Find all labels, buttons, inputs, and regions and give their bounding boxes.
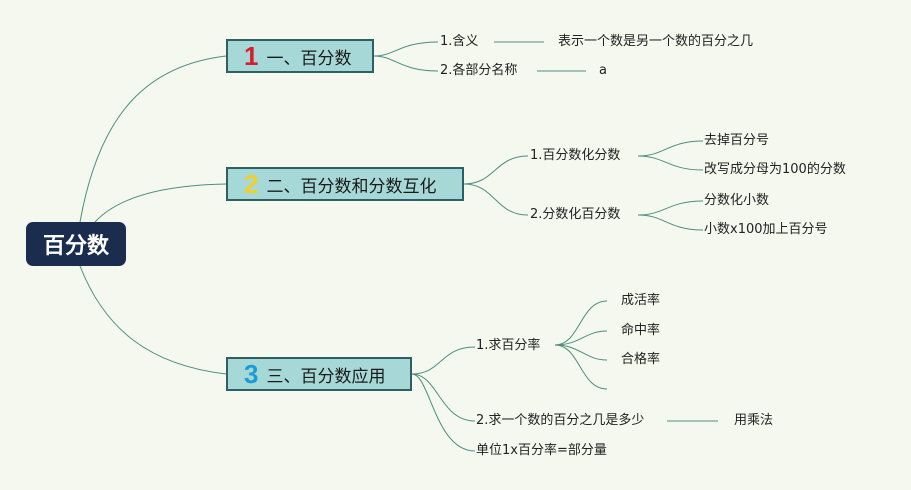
part-names-detail[interactable]: a xyxy=(599,63,607,78)
step-rewrite-denominator[interactable]: 改写成分母为100的分数 xyxy=(704,162,846,177)
step-decimal-times-100[interactable]: 小数x100加上百分号 xyxy=(704,222,828,237)
branch-node-3[interactable]: 3 三、百分数应用 xyxy=(226,357,412,391)
link-b2-pct2frac xyxy=(463,155,529,185)
link-b2-item1 xyxy=(637,140,704,157)
link-b1-meaning xyxy=(373,41,439,57)
topic-formula[interactable]: 单位1x百分率=部分量 xyxy=(476,443,607,458)
number-3-badge: 3 xyxy=(244,359,259,389)
meaning-detail[interactable]: 表示一个数是另一个数的百分之几 xyxy=(558,34,754,49)
link-b3-rate xyxy=(411,346,476,375)
rate-hit[interactable]: 命中率 xyxy=(621,323,661,338)
number-1-badge: 1 xyxy=(244,41,259,71)
link-b3-rate2 xyxy=(554,330,608,346)
link-b3-percent-of xyxy=(411,373,476,422)
step-remove-percent[interactable]: 去掉百分号 xyxy=(704,133,770,148)
method-multiply[interactable]: 用乘法 xyxy=(734,413,774,428)
rate-survival[interactable]: 成活率 xyxy=(621,293,661,308)
topic-find-rate[interactable]: 1.求百分率 xyxy=(476,338,541,353)
root-label: 百分数 xyxy=(42,234,109,259)
link-b2-item4 xyxy=(637,214,704,231)
topic-fraction-to-percent[interactable]: 2.分数化百分数 xyxy=(530,207,621,222)
branch-title: 二、百分数和分数互化 xyxy=(266,176,437,197)
branch-node-2[interactable]: 2 二、百分数和分数互化 xyxy=(226,167,464,201)
topic-meaning[interactable]: 1.含义 xyxy=(440,34,479,49)
link-b2-frac2pct xyxy=(463,183,529,216)
link-b3-formula xyxy=(411,373,476,452)
topic-percent-of-number[interactable]: 2.求一个数的百分之几是多少 xyxy=(476,413,645,428)
link-b3-rate3 xyxy=(554,344,608,361)
topic-part-names[interactable]: 2.各部分名称 xyxy=(440,63,518,78)
link-b3-rate1 xyxy=(554,300,608,346)
number-2-badge: 2 xyxy=(244,169,259,199)
link-root-branch1 xyxy=(79,55,227,223)
branch-node-1[interactable]: 1 一、百分数 xyxy=(226,39,374,73)
link-b1-parts xyxy=(373,55,439,72)
link-root-branch3 xyxy=(79,265,227,375)
link-b2-item2 xyxy=(637,155,704,171)
topic-percent-to-fraction[interactable]: 1.百分数化分数 xyxy=(530,148,621,163)
step-fraction-to-decimal[interactable]: 分数化小数 xyxy=(704,193,770,208)
root-node[interactable]: 百分数 xyxy=(26,222,126,266)
branch-title: 一、百分数 xyxy=(266,48,352,69)
link-root-branch2 xyxy=(94,183,227,223)
rate-pass[interactable]: 合格率 xyxy=(621,352,661,367)
link-b3-rate4 xyxy=(554,344,608,390)
branch-title: 三、百分数应用 xyxy=(266,366,386,387)
link-b2-item3 xyxy=(637,200,704,216)
